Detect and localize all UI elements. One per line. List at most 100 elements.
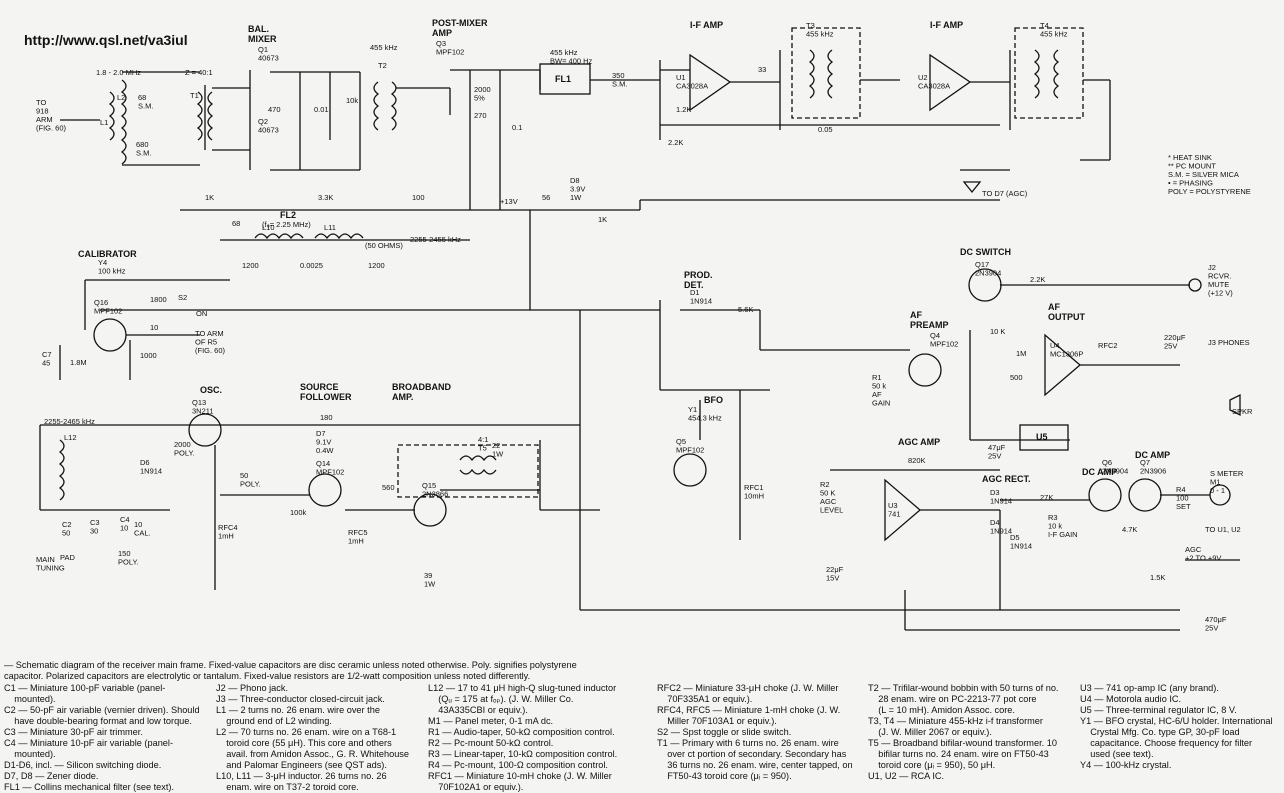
- r820k-label: 820K: [908, 456, 926, 465]
- source-url: http://www.qsl.net/va3iul: [24, 32, 188, 48]
- figure-caption: — Schematic diagram of the receiver main…: [4, 660, 577, 681]
- parts-list-column-6: U3 — 741 op-amp IC (any brand). U4 — Mot…: [1080, 683, 1273, 770]
- c10-label: 10: [150, 323, 158, 332]
- r180-label: 180: [320, 413, 333, 422]
- parts-list-column-5: T2 — Trifilar-wound bobbin with 50 turns…: [868, 683, 1059, 781]
- if-amp-2-label: I-F AMP: [930, 20, 963, 30]
- rfc2-label: RFC2: [1098, 341, 1118, 350]
- to-u1u2-label: TO U1, U2: [1205, 525, 1241, 534]
- prod-det-label: PROD.DET.: [684, 270, 713, 290]
- c1200a-label: 1200: [242, 261, 259, 270]
- fl2-spec-label: (f₀= 2.25 MHz): [262, 220, 311, 229]
- on-label: ON: [196, 309, 207, 318]
- band-label: 2255-2455 kHz: [410, 235, 461, 244]
- s2-label: S2: [178, 293, 187, 302]
- r500-label: 500: [1010, 373, 1023, 382]
- u5-label: U5: [1036, 432, 1048, 442]
- agc-amp-label: AGC AMP: [898, 437, 940, 447]
- z-ratio-label: Z = 40:1: [185, 68, 213, 77]
- agc-line-label: TO D7 (AGC): [982, 189, 1028, 198]
- bfo-label: BFO: [704, 395, 723, 405]
- if-amp-1-label: I-F AMP: [690, 20, 723, 30]
- dc-amp-2-label: DC AMP: [1135, 450, 1170, 460]
- r1000-label: 1000: [140, 351, 157, 360]
- r22k-b-label: 2.2K: [1030, 275, 1045, 284]
- r100k-label: 100k: [290, 508, 307, 517]
- t1-label: T1: [190, 91, 199, 100]
- fl2-label: FL2: [280, 210, 296, 220]
- calibrator-label: CALIBRATOR: [78, 249, 137, 259]
- l11-label: L11: [324, 223, 336, 232]
- agc-rect-label: AGC RECT.: [982, 474, 1031, 484]
- pad-label: PAD: [60, 553, 75, 562]
- r100-label: 100: [412, 193, 425, 202]
- r18m-label: 1.8M: [70, 358, 87, 367]
- parts-list-column-1: C1 — Miniature 100-pF variable (panel- m…: [4, 683, 200, 792]
- r56-label: 56: [542, 193, 550, 202]
- l1-label: L1: [100, 118, 108, 127]
- r12k-label: 1.2K: [676, 105, 691, 114]
- t2-label: T2: [378, 61, 387, 70]
- fl1-label: FL1: [555, 74, 571, 84]
- r1k-b-label: 1K: [598, 215, 607, 224]
- r470-label: 470: [268, 105, 281, 114]
- if-freq-t2-label: 455 kHz: [370, 43, 398, 52]
- bal-mixer-label: BAL.MIXER: [248, 24, 277, 44]
- spkr-label: SPKR: [1232, 407, 1253, 416]
- r10k-b-label: 10 K: [990, 327, 1005, 336]
- ohms50-label: (50 OHMS): [365, 241, 403, 250]
- l10-label: L10: [262, 223, 275, 232]
- osc-band-label: 2255-2465 kHz: [44, 417, 95, 426]
- r560-label: 560: [382, 483, 395, 492]
- r15k-label: 1.5K: [1150, 573, 1165, 582]
- c68-label: 68: [232, 219, 240, 228]
- c01-label: 0.1: [512, 123, 522, 132]
- c005-label: 0.05: [818, 125, 833, 134]
- c001-label: 0.01: [314, 105, 329, 114]
- l2-label: L2: [117, 93, 125, 102]
- parts-list-column-3: L12 — 17 to 41 μH high-Q slug-tuned indu…: [428, 683, 618, 792]
- r270-label: 270: [474, 111, 487, 120]
- r33-label: 33: [758, 65, 766, 74]
